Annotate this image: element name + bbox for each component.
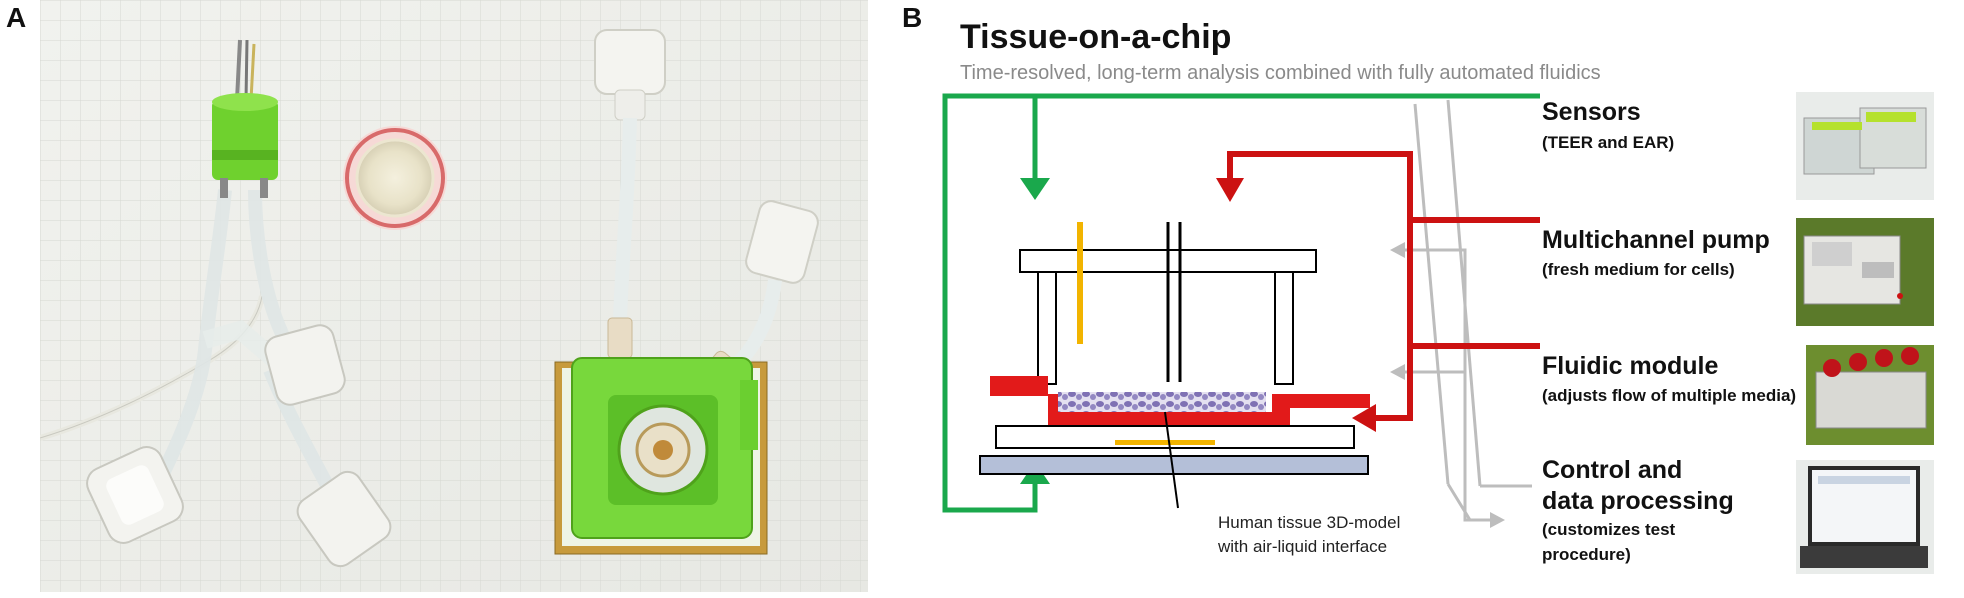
laptop-thumbnail xyxy=(1796,460,1934,574)
tissue-on-chip-diagram: Tissue-on-a-chip Time-resolved, long-ter… xyxy=(900,0,1964,598)
panel-label-b: B xyxy=(902,2,923,33)
control-heading-line2: data processing xyxy=(1542,487,1734,515)
diagram-subtitle: Time-resolved, long-term analysis combin… xyxy=(960,62,1601,84)
tissue-chip xyxy=(554,357,768,555)
sensors-detail: (TEER and EAR) xyxy=(1542,133,1675,152)
fluid-arrow-down xyxy=(1216,178,1244,202)
chip-cross-section xyxy=(979,222,1370,509)
tissue-layer xyxy=(1058,392,1266,412)
fluid-connection-line xyxy=(1216,151,1540,432)
cell-culture-insert xyxy=(343,126,447,230)
tissue-pointer xyxy=(1164,411,1179,509)
electrode-bottom xyxy=(1115,440,1215,445)
fluidic-detail: (adjusts flow of multiple media) xyxy=(1542,386,1797,405)
fluidic-module-thumbnail xyxy=(1806,345,1934,445)
device-photo xyxy=(40,0,868,592)
sensors-heading: Sensors xyxy=(1542,98,1641,126)
tube-mid xyxy=(248,189,292,344)
control-detail-line2: procedure) xyxy=(1542,545,1631,564)
luer-connector-bottom-right xyxy=(296,470,392,568)
electrode-cap xyxy=(212,39,278,198)
control-heading-line1: Control and xyxy=(1542,456,1683,484)
pump-thumbnail xyxy=(1796,218,1934,326)
fluid-arrow-left xyxy=(1352,404,1376,432)
fluidic-heading: Fluidic module xyxy=(1542,352,1719,380)
diagram-title: Tissue-on-a-chip xyxy=(960,18,1232,56)
sensors-thumbnail xyxy=(1796,92,1934,200)
pump-detail: (fresh medium for cells) xyxy=(1542,260,1735,279)
control-connection-line xyxy=(1390,99,1532,528)
inlet-connector xyxy=(594,29,666,401)
luer-connector-bottom-left xyxy=(86,446,184,544)
luer-connector-middle xyxy=(264,324,346,406)
tissue-caption-line1: Human tissue 3D-model xyxy=(1218,513,1401,532)
control-detail-line1: (customizes test xyxy=(1542,520,1676,539)
sensor-arrow-down xyxy=(1020,178,1050,200)
tube-left xyxy=(143,189,232,504)
pump-heading: Multichannel pump xyxy=(1542,226,1770,254)
panel-label-a: A xyxy=(6,2,27,33)
sensor-connection-line xyxy=(942,93,1540,513)
diagram-graphics xyxy=(942,92,1934,574)
tissue-caption-line2: with air-liquid interface xyxy=(1218,537,1388,556)
